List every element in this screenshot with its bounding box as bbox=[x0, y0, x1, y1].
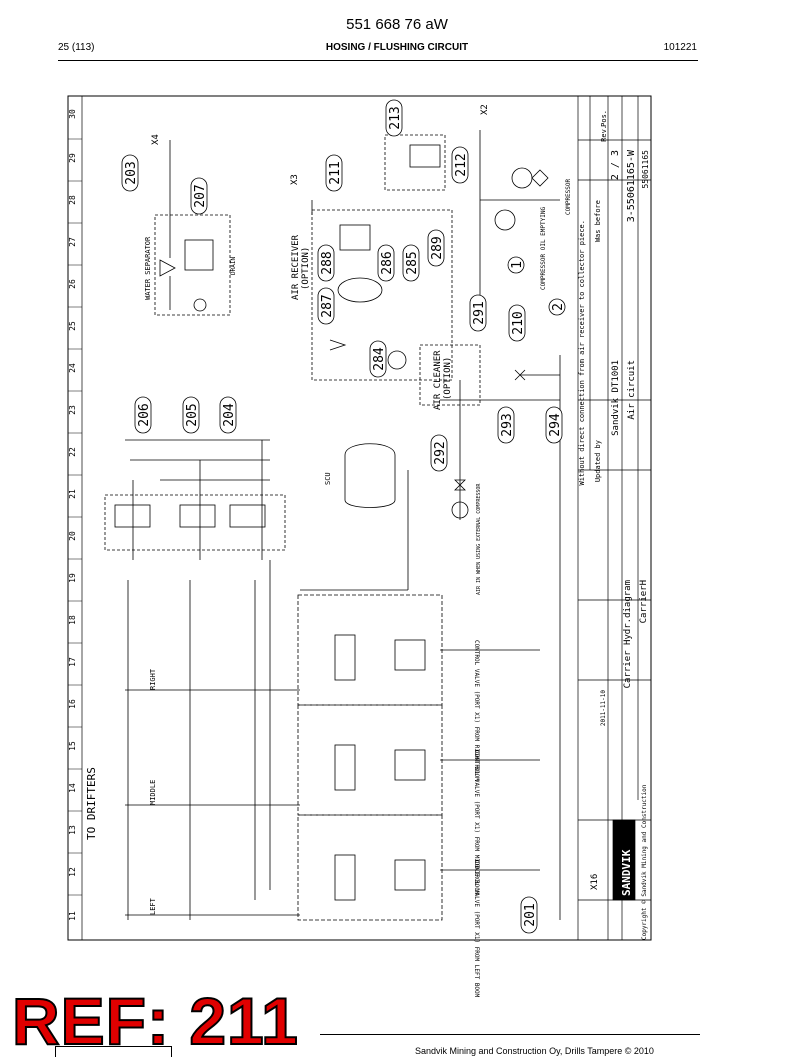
grid-number: 28 bbox=[68, 195, 77, 205]
label-left: LEFT bbox=[149, 897, 157, 915]
grid-number: 23 bbox=[68, 405, 77, 415]
rev-label: Rev. bbox=[600, 125, 608, 142]
callout-294: 294 bbox=[548, 413, 563, 437]
reference-stamp: REF: 211 bbox=[11, 984, 299, 1058]
grid-number: 20 bbox=[68, 531, 77, 541]
callout-291: 291 bbox=[472, 301, 487, 324]
callout-1: 1 bbox=[510, 261, 525, 269]
callout-289: 289 bbox=[430, 236, 445, 259]
label-x4: X4 bbox=[151, 134, 161, 145]
was-before: Was before bbox=[594, 200, 602, 242]
id-code: 55061165 bbox=[641, 150, 650, 189]
grid-number: 21 bbox=[68, 489, 77, 499]
callout-288: 288 bbox=[320, 251, 335, 274]
label-scu: SCU bbox=[324, 472, 332, 485]
updated-by: Updated by bbox=[594, 440, 602, 482]
page-indicator: 25 (113) bbox=[58, 42, 95, 53]
callout-293: 293 bbox=[500, 413, 515, 436]
callout-203: 203 bbox=[124, 161, 139, 184]
label-middle: MIDDLE bbox=[149, 780, 157, 805]
sheet-number: 2 / 3 bbox=[610, 150, 621, 180]
label-air-receiver: AIR RECEIVER bbox=[291, 234, 301, 300]
label-air-cleaner: AIR CLEANER bbox=[433, 350, 443, 410]
label-compressor-oil: COMPRESSOR OIL EMPTYING bbox=[540, 207, 547, 290]
air-circuit: Air circuit bbox=[627, 360, 637, 420]
date-value: 2011-11-10 bbox=[600, 690, 607, 727]
callout-207: 207 bbox=[193, 184, 208, 207]
label-cv-left: CONTROL VALVE (PORT X1) FROM LEFT BOOM bbox=[473, 860, 480, 998]
grid-number: 19 bbox=[68, 573, 77, 583]
callout-212: 212 bbox=[454, 153, 469, 176]
grid-number: 29 bbox=[68, 153, 77, 163]
callout-210: 210 bbox=[511, 311, 526, 334]
label-cv-right: CONTROL VALVE (PORT X1) FROM RIGHT BOOM bbox=[473, 640, 480, 781]
grid-number: 16 bbox=[68, 699, 77, 709]
component-labels: X4 X3 X2 X16 WATER SEPARATOR DRAIN AIR R… bbox=[85, 104, 600, 997]
callout-284: 284 bbox=[372, 347, 387, 371]
label-air-receiver-option: (OPTION) bbox=[301, 247, 311, 290]
grid-number: 15 bbox=[68, 741, 77, 751]
document-number: 551 668 76 aW bbox=[346, 16, 448, 33]
grid-number: 26 bbox=[68, 279, 77, 289]
label-x2: X2 bbox=[480, 104, 490, 115]
label-drain: DRAIN bbox=[230, 257, 237, 275]
grid-number: 13 bbox=[68, 825, 77, 835]
schematic-lines bbox=[104, 130, 561, 921]
label-water-separator: WATER SEPARATOR bbox=[144, 236, 152, 300]
grid-number: 27 bbox=[68, 237, 77, 247]
callout-292: 292 bbox=[433, 441, 448, 464]
callout-2: 2 bbox=[551, 303, 566, 311]
callout-texts: 203 207 211 212 213 206 205 204 287 288 … bbox=[124, 106, 566, 926]
grid-number: 17 bbox=[68, 657, 77, 667]
callout-285: 285 bbox=[405, 251, 420, 274]
label-cv-middle: CONTROL VALVE (PORT X1) FROM MIDDLE BOOM bbox=[473, 750, 480, 895]
grid-number: 18 bbox=[68, 615, 77, 625]
footer-copyright: Sandvik Mining and Construction Oy, Dril… bbox=[415, 1046, 654, 1056]
label-x16: X16 bbox=[590, 874, 600, 890]
grid-divisions bbox=[68, 138, 82, 896]
footer-logo-fragment bbox=[55, 1046, 172, 1057]
carrier: CarrierH bbox=[639, 580, 649, 623]
grid-number: 24 bbox=[68, 363, 77, 373]
grid-number: 30 bbox=[68, 109, 77, 119]
sandvik-dt: Sandvik DT1001 bbox=[611, 360, 621, 436]
callout-287: 287 bbox=[320, 294, 335, 317]
callout-204: 204 bbox=[222, 403, 237, 427]
callouts bbox=[121, 99, 566, 934]
diagram-frame bbox=[67, 95, 652, 941]
note-text: Without direct connection from air recei… bbox=[578, 220, 586, 486]
sandvik-logo-text: SANDVIK bbox=[620, 849, 633, 896]
document-code: 101221 bbox=[663, 42, 697, 53]
pos-label: Pos. bbox=[600, 110, 608, 127]
grid-number: 11 bbox=[68, 911, 77, 921]
label-air-cleaner-option: (OPTION) bbox=[443, 357, 453, 400]
label-air-in: AIR IN WHEN USING EXTERNAL COMPRESSOR bbox=[476, 483, 482, 595]
footer-rule bbox=[320, 1034, 700, 1035]
grid-number: 14 bbox=[68, 783, 77, 793]
grid-number: 22 bbox=[68, 447, 77, 457]
carrier-hydr: Carrier Hydr.diagram bbox=[623, 580, 633, 688]
label-right: RIGHT bbox=[149, 668, 157, 690]
callout-201: 201 bbox=[523, 903, 538, 926]
page-title: HOSING / FLUSHING CIRCUIT bbox=[325, 42, 469, 53]
grid-number: 12 bbox=[68, 867, 77, 877]
sandvik-copyright: Copyright © Sandvik Mining and Construct… bbox=[641, 784, 648, 940]
callout-286: 286 bbox=[380, 251, 395, 274]
drawing-number: 3-55061165-W bbox=[626, 149, 637, 222]
callout-211: 211 bbox=[328, 161, 343, 184]
callout-206: 206 bbox=[137, 403, 152, 426]
label-compressor: COMPRESSOR bbox=[565, 178, 572, 215]
title-block bbox=[577, 96, 651, 940]
label-to-drifters: TO DRIFTERS bbox=[85, 767, 98, 840]
callout-205: 205 bbox=[185, 403, 200, 426]
callout-213: 213 bbox=[388, 106, 403, 129]
label-x3: X3 bbox=[290, 174, 300, 185]
grid-number: 25 bbox=[68, 321, 77, 331]
header-rule bbox=[58, 60, 698, 61]
